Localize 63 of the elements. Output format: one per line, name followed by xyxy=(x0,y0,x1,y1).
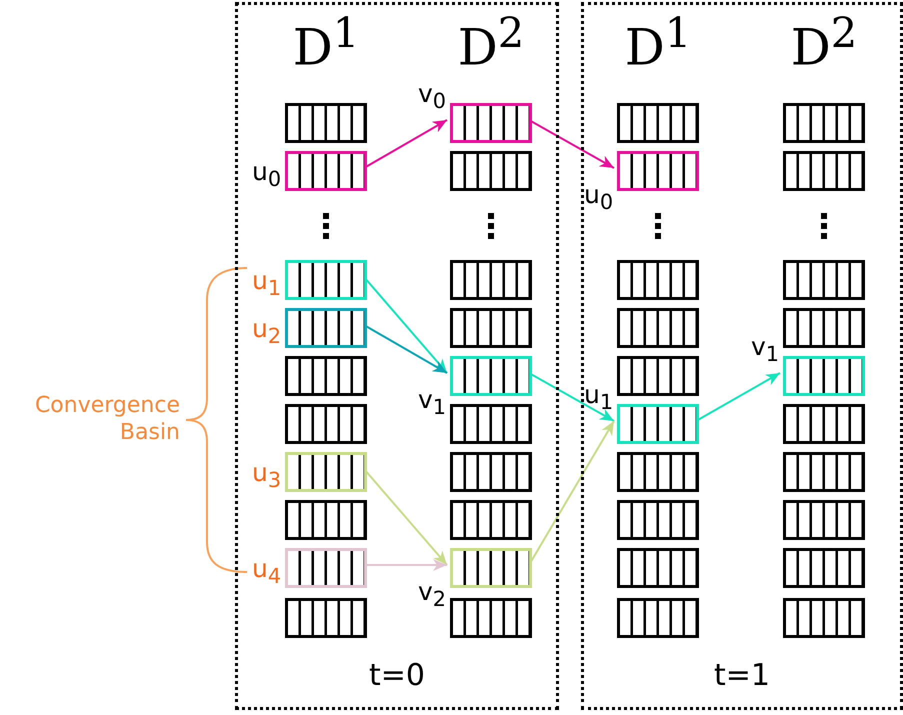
memory-slot xyxy=(285,356,367,396)
memory-slot xyxy=(783,356,865,396)
memory-slot xyxy=(450,452,532,492)
arrow xyxy=(528,420,615,566)
memory-slot xyxy=(617,151,699,191)
node-label: u$_{1}$ xyxy=(252,268,282,298)
memory-slot xyxy=(783,404,865,444)
time-step-panel xyxy=(581,2,903,710)
memory-slot xyxy=(617,260,699,300)
node-label: u$_{1}$ xyxy=(584,382,614,413)
column-heading: D$^{1}$ xyxy=(624,12,692,73)
memory-slot xyxy=(285,103,367,143)
node-label: v$_{0}$ xyxy=(418,81,446,112)
node-label: u$_{0}$ xyxy=(252,158,282,190)
memory-slot xyxy=(285,404,367,444)
memory-slot xyxy=(450,151,532,191)
node-label: v$_{2}$ xyxy=(418,579,446,610)
memory-slot xyxy=(450,356,532,396)
memory-slot xyxy=(285,308,367,348)
node-label: u$_{3}$ xyxy=(252,460,282,490)
memory-slot xyxy=(617,452,699,492)
memory-slot xyxy=(783,598,865,638)
memory-slot xyxy=(617,356,699,396)
memory-slot xyxy=(285,260,367,300)
memory-slot xyxy=(450,103,532,143)
annotation-text: Convergence Basin xyxy=(34,392,180,446)
memory-slot xyxy=(783,500,865,540)
memory-slot xyxy=(783,452,865,492)
memory-slot xyxy=(450,308,532,348)
memory-slot xyxy=(285,452,367,492)
arrow xyxy=(363,468,448,566)
memory-slot xyxy=(783,151,865,191)
arrow xyxy=(363,276,448,374)
memory-slot xyxy=(617,500,699,540)
memory-slot xyxy=(450,500,532,540)
node-label: u$_{2}$ xyxy=(252,316,282,346)
memory-slot xyxy=(617,103,699,143)
memory-slot xyxy=(285,151,367,191)
time-step-panel xyxy=(235,2,559,710)
column-heading: D$^{2}$ xyxy=(790,12,858,73)
memory-slot xyxy=(450,548,532,588)
memory-slot xyxy=(617,598,699,638)
node-label: u$_{0}$ xyxy=(584,182,614,213)
memory-slot xyxy=(617,308,699,348)
column-heading: D$^{1}$ xyxy=(292,12,360,73)
time-step-label: t=1 xyxy=(714,661,770,691)
memory-slot xyxy=(783,548,865,588)
memory-slot xyxy=(783,260,865,300)
memory-slot xyxy=(450,260,532,300)
memory-slot xyxy=(783,103,865,143)
memory-slot xyxy=(617,548,699,588)
memory-slot xyxy=(450,598,532,638)
time-step-label: t=0 xyxy=(369,661,425,691)
column-heading: D$^{2}$ xyxy=(458,12,524,73)
memory-slot xyxy=(285,548,367,588)
memory-slot xyxy=(285,598,367,638)
node-label: u$_{4}$ xyxy=(252,556,282,586)
memory-slot xyxy=(617,404,699,444)
memory-slot xyxy=(783,308,865,348)
memory-slot xyxy=(450,404,532,444)
node-label: v$_{1}$ xyxy=(418,387,446,418)
memory-slot xyxy=(285,500,367,540)
node-label: v$_{1}$ xyxy=(751,334,780,365)
